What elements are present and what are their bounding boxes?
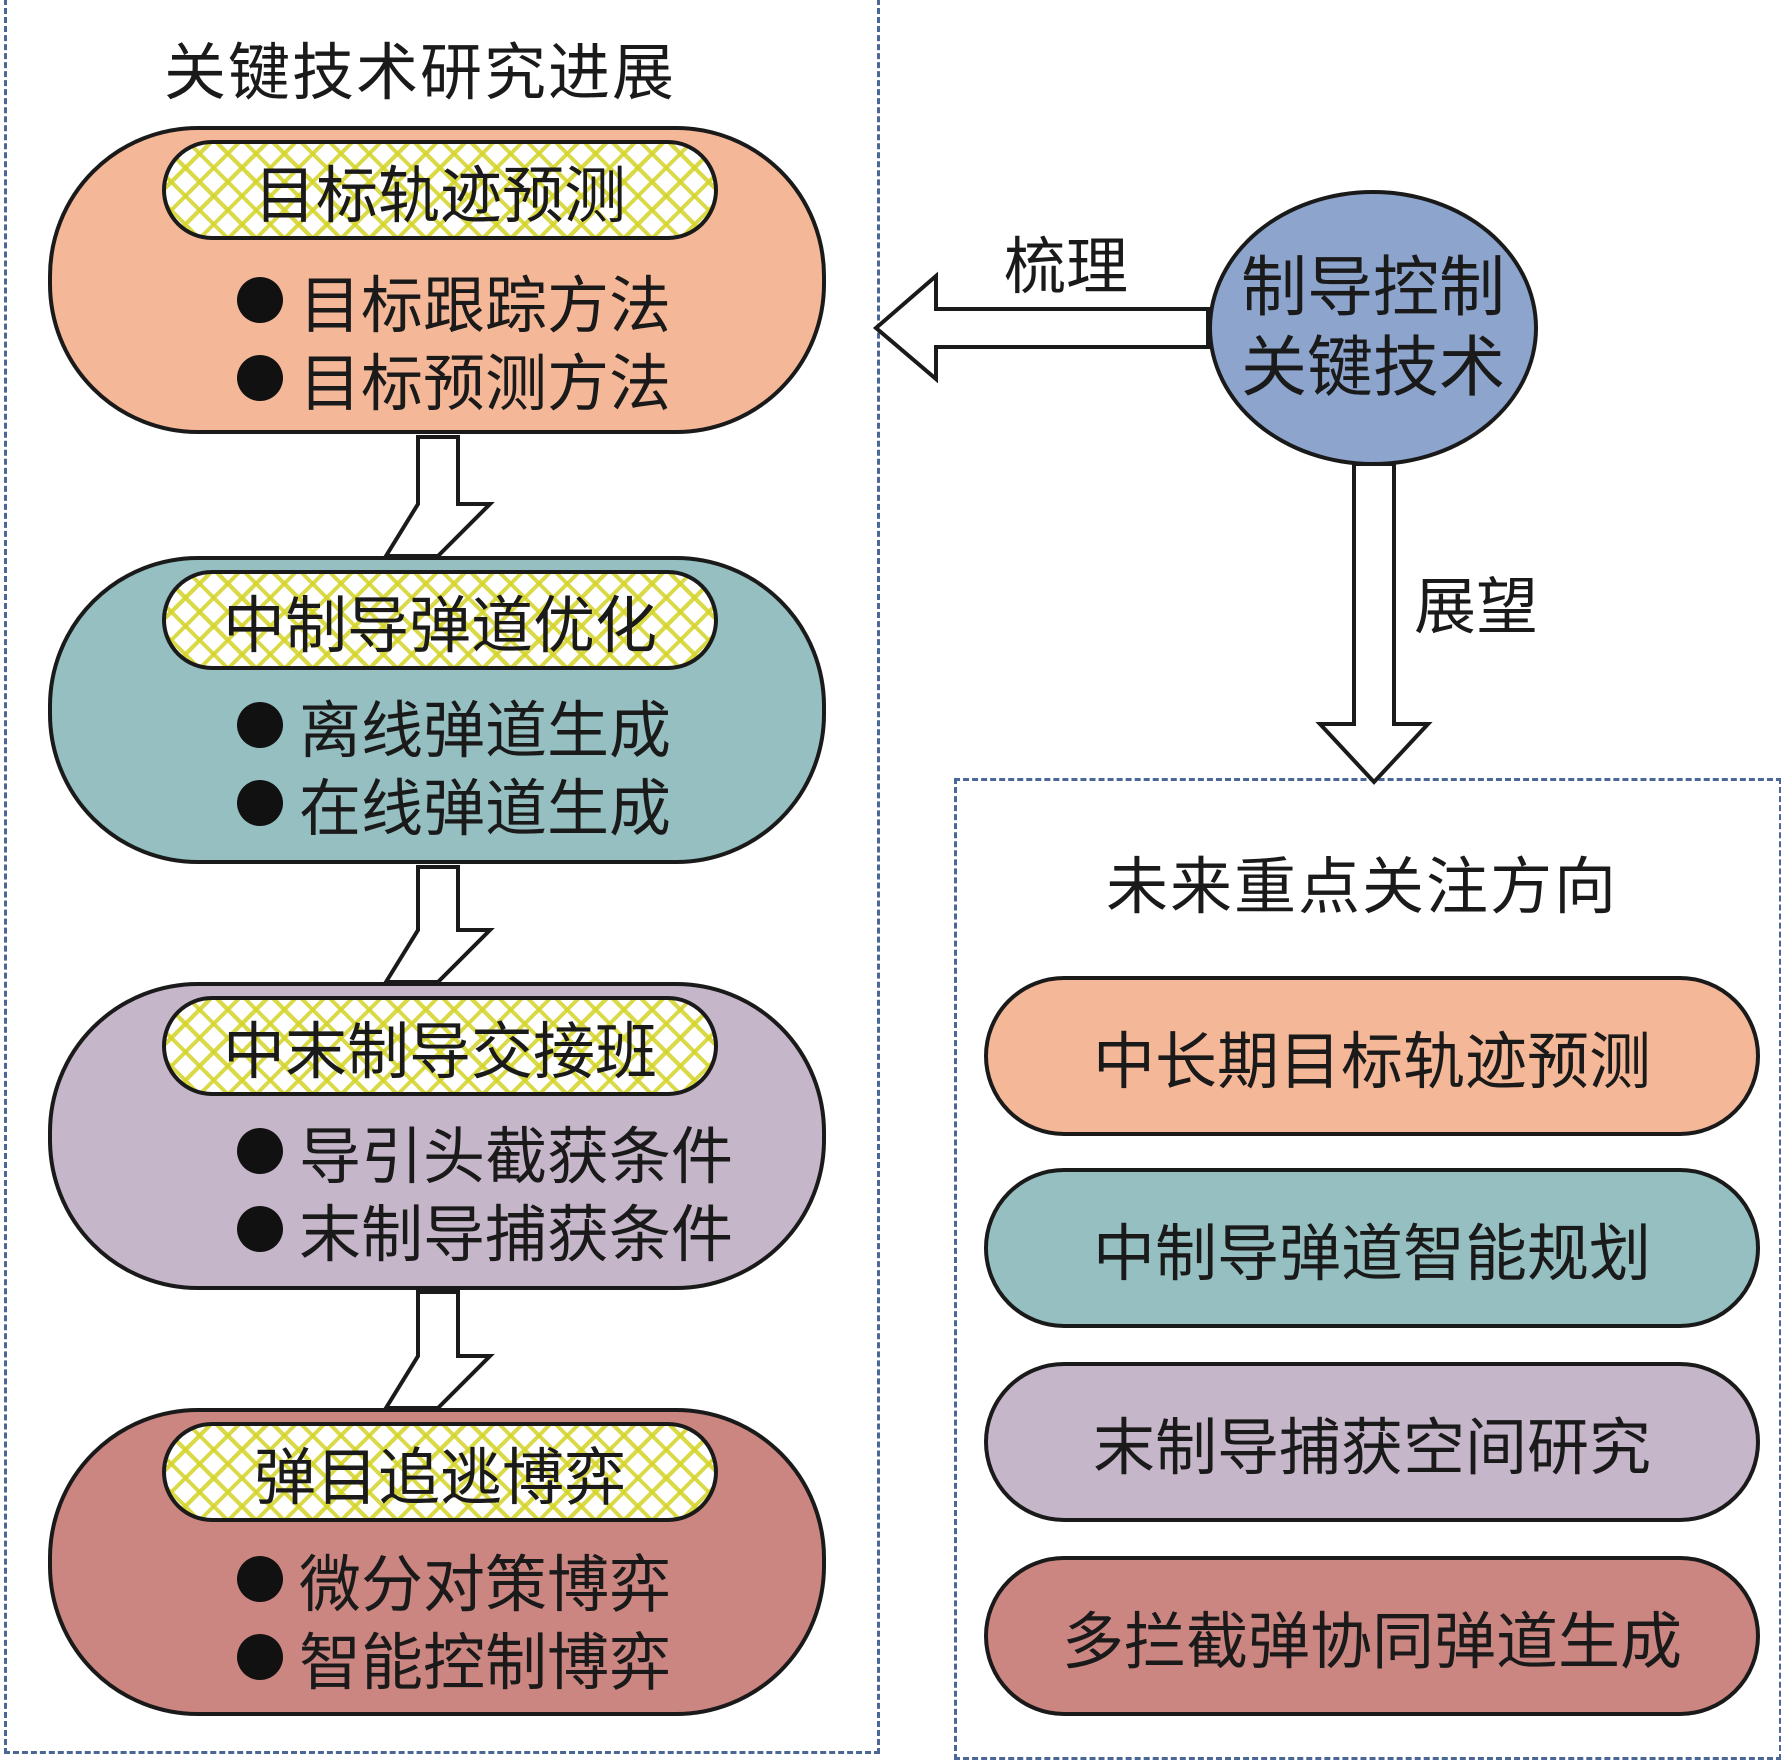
bullet-icon [237,780,283,826]
stage-item-label: 末制导捕获条件 [299,1198,734,1271]
stage-item-label: 离线弹道生成 [299,694,672,767]
stage-item: 末制导捕获条件 [237,1190,733,1271]
stage-item-label: 导引头截获条件 [299,1120,734,1193]
stage-item: 智能控制博弈 [237,1618,671,1699]
direction-item: 中长期目标轨迹预测 [984,976,1760,1136]
down-arrow-stage1-to-stage2 [382,435,495,558]
left-arrow-hub-to-left-panel [872,271,1210,384]
bullet-icon [237,1556,283,1602]
stage-item: 离线弹道生成 [237,686,671,767]
stage-title-pill: 中末制导交接班 [162,996,718,1096]
down-arrow-stage3-to-stage4 [382,1290,495,1410]
stage-midcourse-trajectory-optimization: 中制导弹道优化 离线弹道生成 在线弹道生成 [48,556,826,864]
right-panel-title: 未来重点关注方向 [1106,850,1619,923]
edge-label-outlook: 展望 [1414,570,1539,643]
hub-guidance-control-key-tech: 制导控制 关键技术 [1208,190,1538,466]
down-arrow-stage2-to-stage3 [382,865,495,984]
left-panel-title: 关键技术研究进展 [164,36,677,109]
stage-midcourse-terminal-handover: 中末制导交接班 导引头截获条件 末制导捕获条件 [48,982,826,1290]
direction-item: 多拦截弹协同弹道生成 [984,1556,1760,1716]
bullet-icon [237,702,283,748]
stage-item-label: 在线弹道生成 [299,772,672,845]
stage-item: 导引头截获条件 [237,1112,733,1193]
direction-item: 末制导捕获空间研究 [984,1362,1760,1522]
hub-label-line2: 关键技术 [1241,329,1505,406]
stage-title-pill: 弹目追逃博弈 [162,1422,718,1522]
edge-label-summarize: 梳理 [1004,230,1129,303]
stage-title-pill: 目标轨迹预测 [162,140,718,240]
bullet-icon [237,1206,283,1252]
hub-label-line1: 制导控制 [1241,249,1505,326]
stage-item-label: 智能控制博弈 [299,1626,672,1699]
stage-pursuit-evasion-game: 弹目追逃博弈 微分对策博弈 智能控制博弈 [48,1408,826,1716]
stage-item: 目标跟踪方法 [237,261,671,342]
stage-item: 目标预测方法 [237,339,671,420]
bullet-icon [237,1128,283,1174]
bullet-icon [237,277,283,323]
stage-item-label: 微分对策博弈 [299,1548,672,1621]
stage-title-pill: 中制导弹道优化 [162,570,718,670]
bullet-icon [237,1634,283,1680]
direction-item: 中制导弹道智能规划 [984,1168,1760,1328]
stage-item-label: 目标跟踪方法 [299,269,672,342]
stage-item: 在线弹道生成 [237,764,671,845]
left-panel-frame [4,0,880,1754]
bullet-icon [237,355,283,401]
stage-item: 微分对策博弈 [237,1540,671,1621]
stage-item-label: 目标预测方法 [299,347,672,420]
down-arrow-hub-to-right-panel [1315,462,1433,785]
stage-target-trajectory-prediction: 目标轨迹预测 目标跟踪方法 目标预测方法 [48,126,826,434]
